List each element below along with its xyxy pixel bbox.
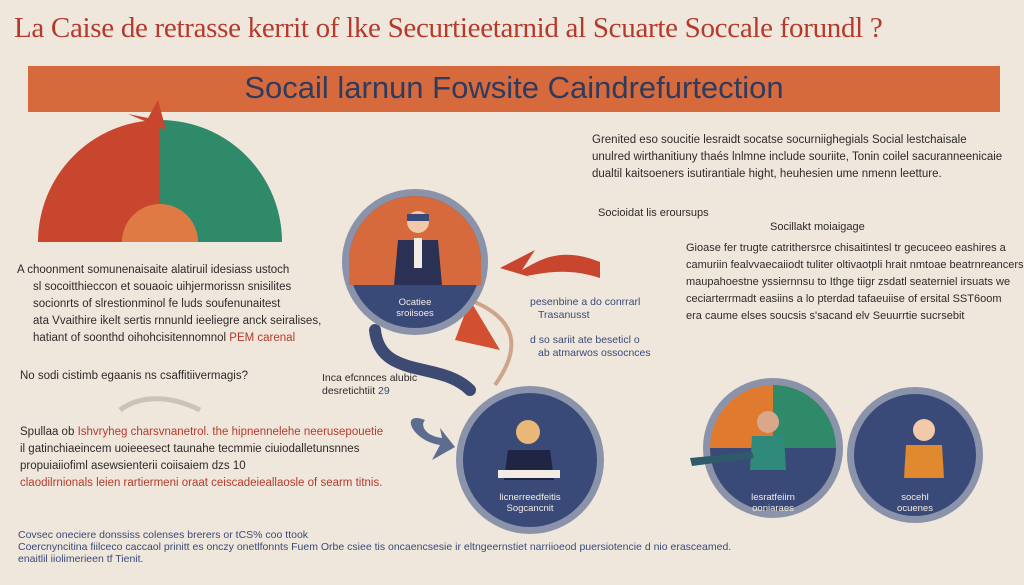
circle-caption-bottom-right: lesratfeiirn ooniaraes xyxy=(751,492,795,514)
person-body xyxy=(904,445,944,478)
banner-title: Socail larnun Fowsite Caindrefurtection xyxy=(244,70,784,105)
circle-node-bottom-right xyxy=(690,378,843,518)
page-title: La Caise de retrasse kerrit of lke Secur… xyxy=(14,12,883,44)
circle-caption-bottom-center: licnerreedfeitis Sogcancnit xyxy=(499,492,561,514)
number-badge: 29 xyxy=(378,385,390,397)
faint-curve xyxy=(118,396,202,413)
left-paragraph-2: Spullaa ob Ishvryheg charsvnanetrol. the… xyxy=(20,426,384,489)
arrow-left-icon xyxy=(500,250,600,280)
person-head xyxy=(516,420,540,444)
arrow-down-icon xyxy=(410,417,455,460)
circle-node-top xyxy=(342,189,488,335)
connector-curve xyxy=(369,324,476,396)
gauge-chart xyxy=(38,100,282,242)
person-body xyxy=(750,436,786,470)
center-note-a: pesenbine a do conrrarl Trasanusst xyxy=(530,296,641,321)
circle-caption-far-right: socehl ocuenes xyxy=(897,492,933,514)
left-question: No sodi cistimb egaanis ns csaffitiiverm… xyxy=(20,370,248,382)
subhead-right: Socillakt moiaigage xyxy=(770,221,865,233)
section-banner: Socail larnun Fowsite Caindrefurtection xyxy=(28,66,1000,112)
left-paragraph-1: A choonment somunenaisaite alatiruil ide… xyxy=(17,264,322,344)
circle-node-far-right xyxy=(847,387,983,523)
center-note-b: d so sariit ate beseticl o ab atmarwos o… xyxy=(530,334,651,359)
person-head xyxy=(913,419,935,441)
person-head xyxy=(757,411,779,433)
highlight-label: PEM carenal xyxy=(229,332,296,344)
subhead-left: Socioidat lis eroursups xyxy=(598,207,709,219)
thin-connector xyxy=(469,298,514,387)
right-paragraph: Gioase fer trugte catrithersrce chisaiti… xyxy=(686,242,1024,322)
footer-text: Covsec oneciere donssiss colenses brerer… xyxy=(18,529,732,565)
intro-paragraph: Grenited eso soucitie lesraidt socatse s… xyxy=(592,134,1003,180)
circle-node-bottom-center xyxy=(456,386,604,534)
circle-caption-top: Ocatiee sroiisoes xyxy=(396,297,434,319)
center-note-c: Inca efcnnces alubic desretichtiit 29 xyxy=(322,372,418,397)
